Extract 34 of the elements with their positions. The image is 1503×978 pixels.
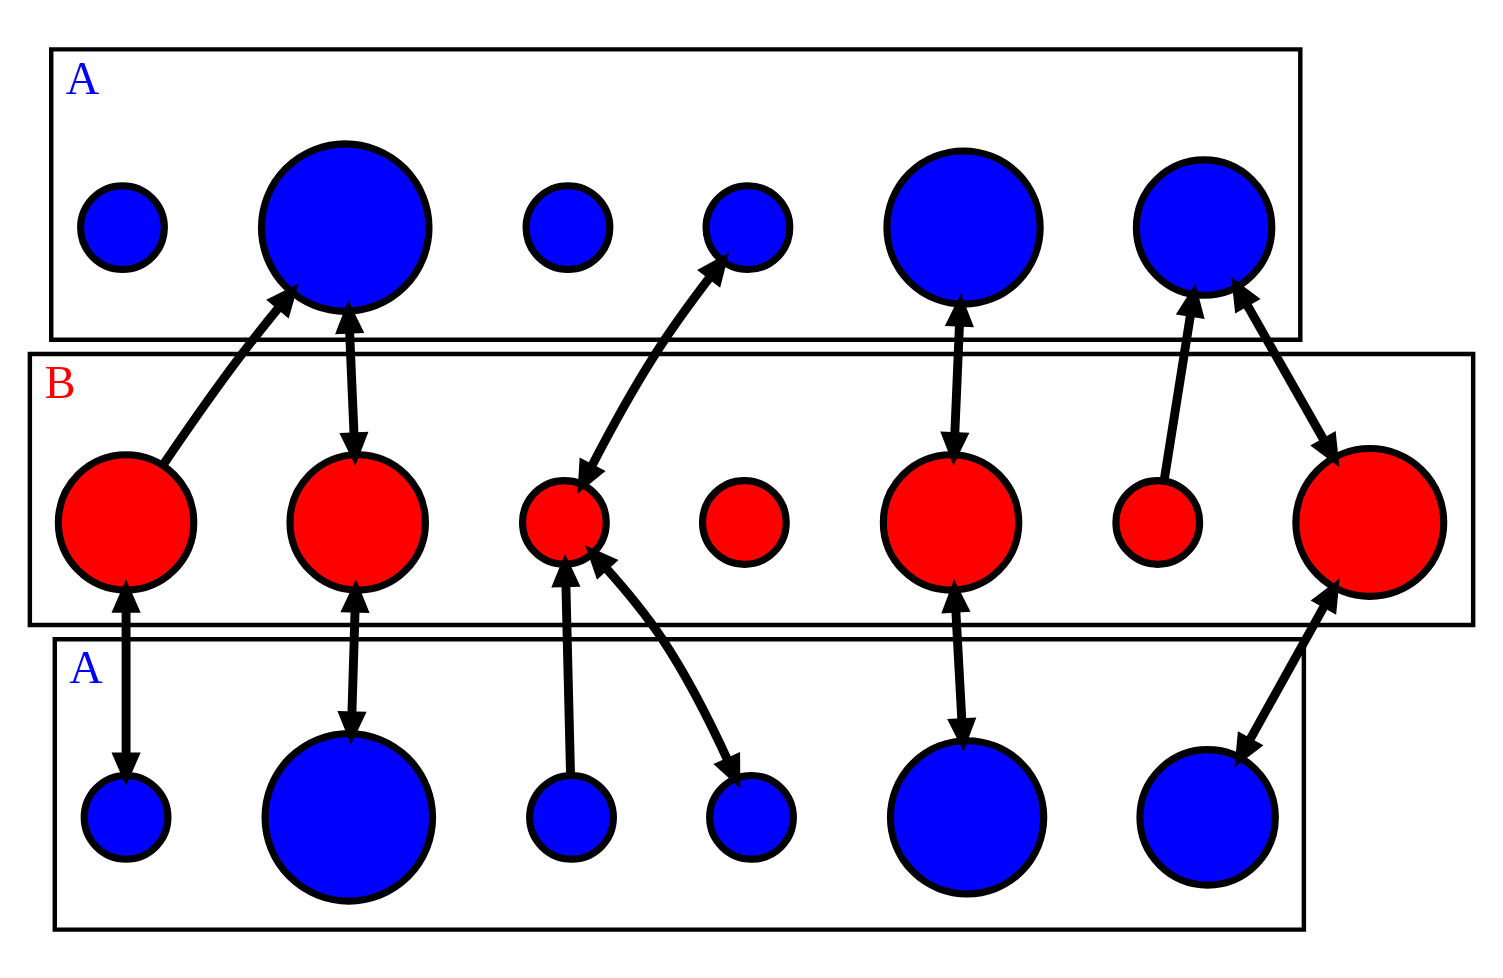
arrow [551,553,581,776]
node-circle [1292,444,1448,600]
node-circle [879,450,1023,594]
arrow [585,544,741,788]
arrow [111,578,141,786]
cluster: A [52,636,1307,932]
arrow [335,299,369,466]
cluster: A [49,46,1303,342]
node-circle [261,729,437,905]
arrow [1159,283,1205,481]
node-circle [1132,155,1276,299]
node-circle [54,450,198,594]
arrow [577,252,730,494]
arrow [1234,577,1340,767]
node-circle [886,736,1048,898]
cluster: B [27,351,1476,627]
arrow [940,292,974,465]
node-circle [1112,476,1204,568]
arrow [1231,276,1340,467]
arrow [941,578,977,752]
node-circle [257,139,433,315]
node-circle [77,181,168,273]
node-circle [522,181,614,273]
arrow [337,578,370,745]
node-circle [702,181,794,273]
node-circle [1136,745,1279,889]
arrow [159,282,299,468]
node-circle [698,476,790,568]
node-circle [883,146,1044,308]
node-circle [518,476,610,568]
node-circle [286,450,429,594]
node-circle [706,771,797,863]
node-circle [80,771,172,863]
node-circle [526,771,617,863]
